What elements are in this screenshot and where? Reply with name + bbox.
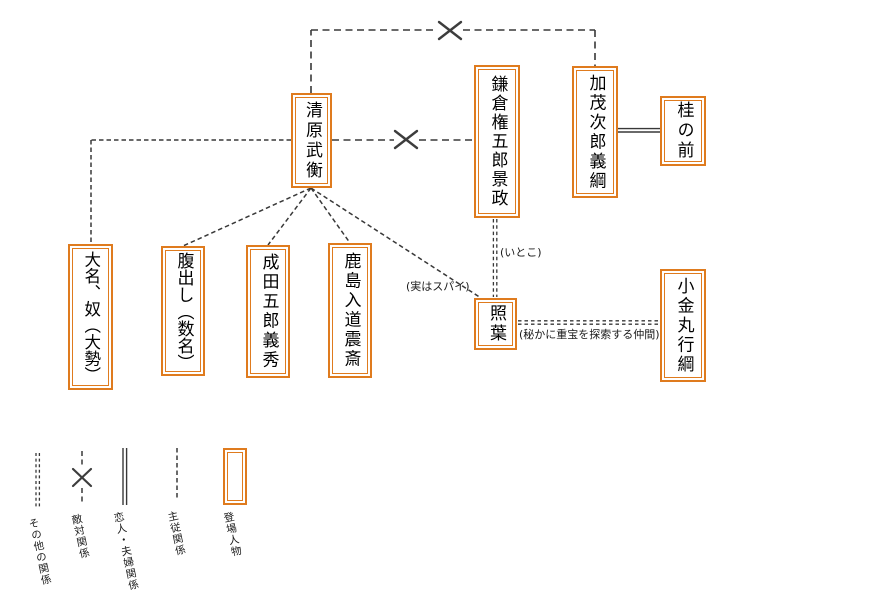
legend-hostile-x-icon (71, 467, 93, 488)
character-name: 鹿島入道震斎 (340, 252, 361, 369)
character-name: 桂の前 (673, 101, 694, 161)
annotation-treasure-companions: (秘かに重宝を探索する仲間) (519, 328, 660, 341)
character-box-koganemaru-yukitsuna: 小金丸行綱 (660, 269, 706, 382)
annotation-spy: (実はスパイ) (406, 280, 470, 293)
character-box-haradashi: 腹出し（数名） (161, 246, 205, 376)
character-box-teruha: 照葉 (474, 298, 517, 350)
character-name: 腹出し（数名） (173, 251, 194, 371)
character-box-katsura-no-mae: 桂の前 (660, 96, 706, 166)
character-box-kashima-nyudo-shinsai: 鹿島入道震斎 (328, 243, 372, 378)
legend-couple-line-sample (122, 448, 128, 505)
character-name: 鎌倉権五郎景政 (487, 75, 508, 208)
annotation-cousin: (いとこ) (500, 246, 542, 259)
legend-character-box-sample (223, 448, 247, 505)
hostile-line-kiyohara-kamo (310, 29, 596, 93)
character-box-kamo-jiro-yoshitsuna: 加茂次郎義綱 (572, 66, 618, 198)
character-name: 加茂次郎義綱 (585, 73, 606, 191)
other-line-teruha-koganemaru (518, 320, 660, 325)
other-line-kamakura-teruha (492, 219, 498, 297)
legend-other-line-sample (35, 453, 41, 508)
character-name: 大名、奴（大勢） (81, 251, 101, 383)
character-box-kamakura-gongoro-kagemasa: 鎌倉権五郎景政 (474, 65, 520, 218)
master-servant-line-daimyo (90, 139, 291, 244)
hostile-x-icon-middle (393, 129, 419, 150)
character-name: 小金丸行綱 (673, 276, 694, 375)
character-box-daimyo-yakko: 大名、奴（大勢） (68, 244, 113, 390)
character-box-narita-goro-yoshihide: 成田五郎義秀 (246, 245, 290, 378)
master-servant-fan-lines (182, 187, 482, 299)
character-name: 照葉 (486, 304, 506, 344)
couple-line-kamo-katsura (618, 127, 660, 133)
character-box-kiyohara-takehira: 清原武衡 (291, 93, 332, 188)
character-name: 成田五郎義秀 (258, 253, 279, 370)
hostile-x-icon-top (437, 20, 463, 41)
character-name: 清原武衡 (302, 100, 322, 181)
